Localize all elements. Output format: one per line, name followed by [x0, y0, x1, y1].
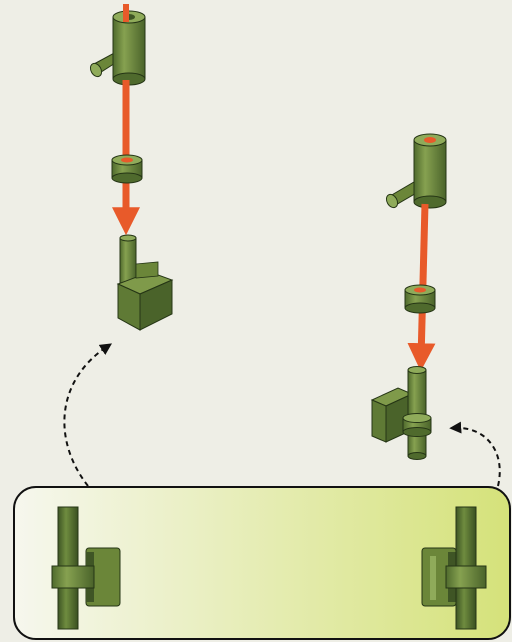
option-rod-block-left-icon[interactable] — [51, 506, 121, 630]
option-rod-block-right-icon[interactable] — [421, 506, 487, 630]
dashed-arrow-right — [449, 421, 501, 487]
assembly-right — [370, 133, 447, 460]
rod-block-right-icon — [370, 366, 432, 460]
tee-fitting-left-icon — [89, 10, 146, 86]
dashed-arrow-left — [63, 343, 113, 487]
tee-fitting-right-icon — [385, 133, 447, 209]
options-panel — [13, 486, 511, 640]
sleeve-left-icon — [111, 154, 143, 184]
rod-block-left-icon — [116, 234, 174, 331]
sleeve-right-icon — [404, 284, 436, 314]
assembly-left — [89, 4, 174, 331]
flow-arrow-right — [407, 203, 436, 372]
